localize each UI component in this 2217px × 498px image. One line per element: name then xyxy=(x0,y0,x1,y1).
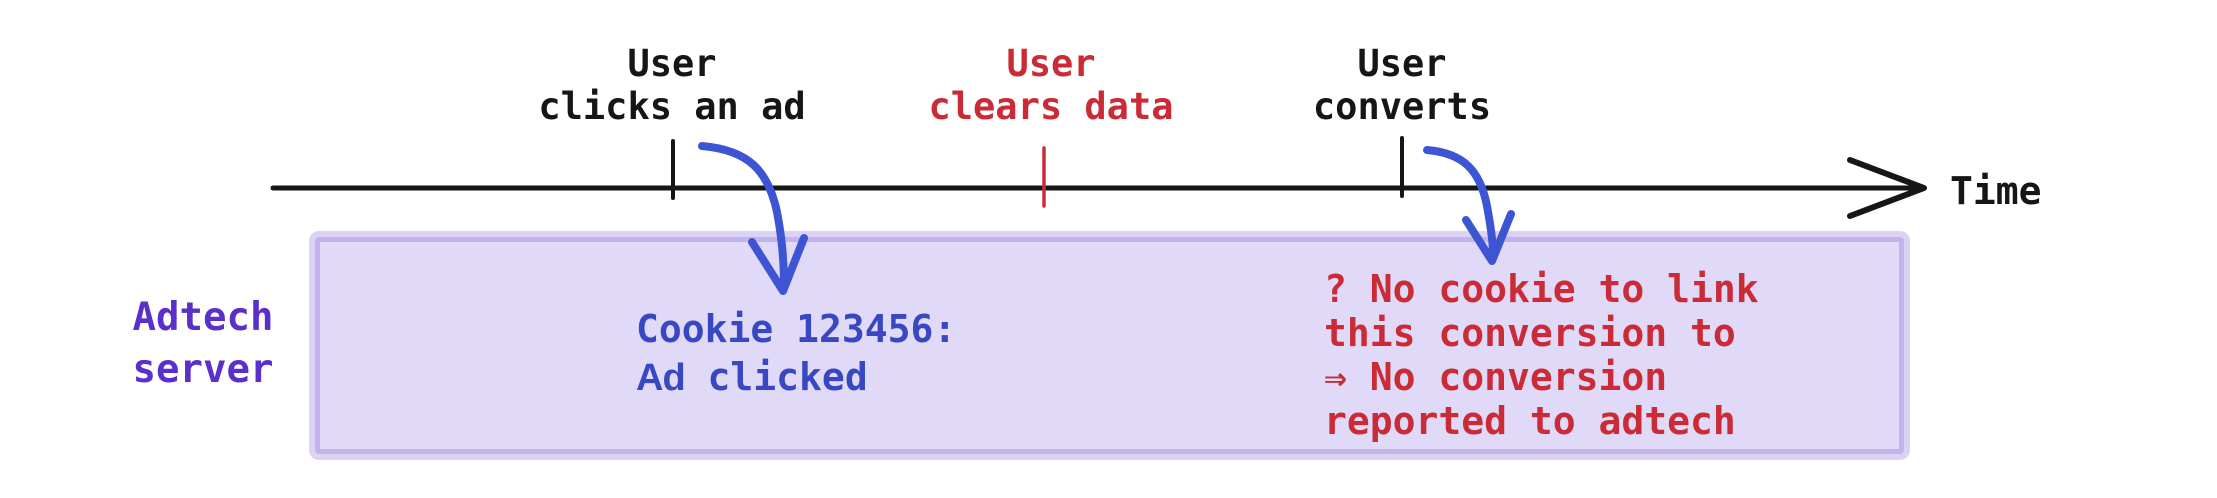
time-axis-label: Time xyxy=(1950,169,2042,213)
event-label-line: clicks an ad xyxy=(538,85,806,128)
event-label-line: User xyxy=(1357,42,1447,85)
event-label-line: User xyxy=(627,42,717,85)
adtech-server-label-line: Adtech xyxy=(132,295,274,340)
cookie-note-line2: Ad clicked xyxy=(636,353,956,402)
no-cookie-note-line: this conversion to xyxy=(1324,311,1736,355)
convert-to-note-arrow xyxy=(1423,146,1497,257)
event-label-clicks-ad: User clicks an ad xyxy=(538,42,805,128)
cookie-note-ad-word: Ad xyxy=(636,357,686,399)
no-cookie-note-line: ? No cookie to link xyxy=(1324,267,1759,311)
click-to-cookie-arrow xyxy=(698,142,788,288)
cookie-note-clicked-word: clicked xyxy=(707,355,868,399)
no-cookie-note: ? No cookie to link this conversion to ⇒… xyxy=(1324,267,1759,443)
time-axis-arrowhead-icon xyxy=(1847,157,1927,219)
adtech-server-label-line: server xyxy=(132,347,274,392)
convert-to-note-arrowhead-icon xyxy=(1462,210,1515,265)
cookie-note: Cookie 123456: Ad clicked xyxy=(636,305,956,402)
no-cookie-note-line: reported to adtech xyxy=(1324,399,1736,443)
cookie-note-line1: Cookie 123456: xyxy=(636,307,957,351)
no-cookie-note-line: ⇒ No conversion xyxy=(1324,355,1668,399)
adtech-server-label: Adtech server xyxy=(133,292,274,396)
adtech-server-box xyxy=(315,237,1904,454)
event-label-converts: User converts xyxy=(1313,42,1491,128)
event-label-line: converts xyxy=(1312,85,1492,128)
event-label-clears-data: User clears data xyxy=(928,42,1173,128)
event-label-line: clears data xyxy=(928,85,1174,128)
click-to-cookie-arrowhead-icon xyxy=(748,234,808,295)
event-label-line: User xyxy=(1006,42,1096,85)
